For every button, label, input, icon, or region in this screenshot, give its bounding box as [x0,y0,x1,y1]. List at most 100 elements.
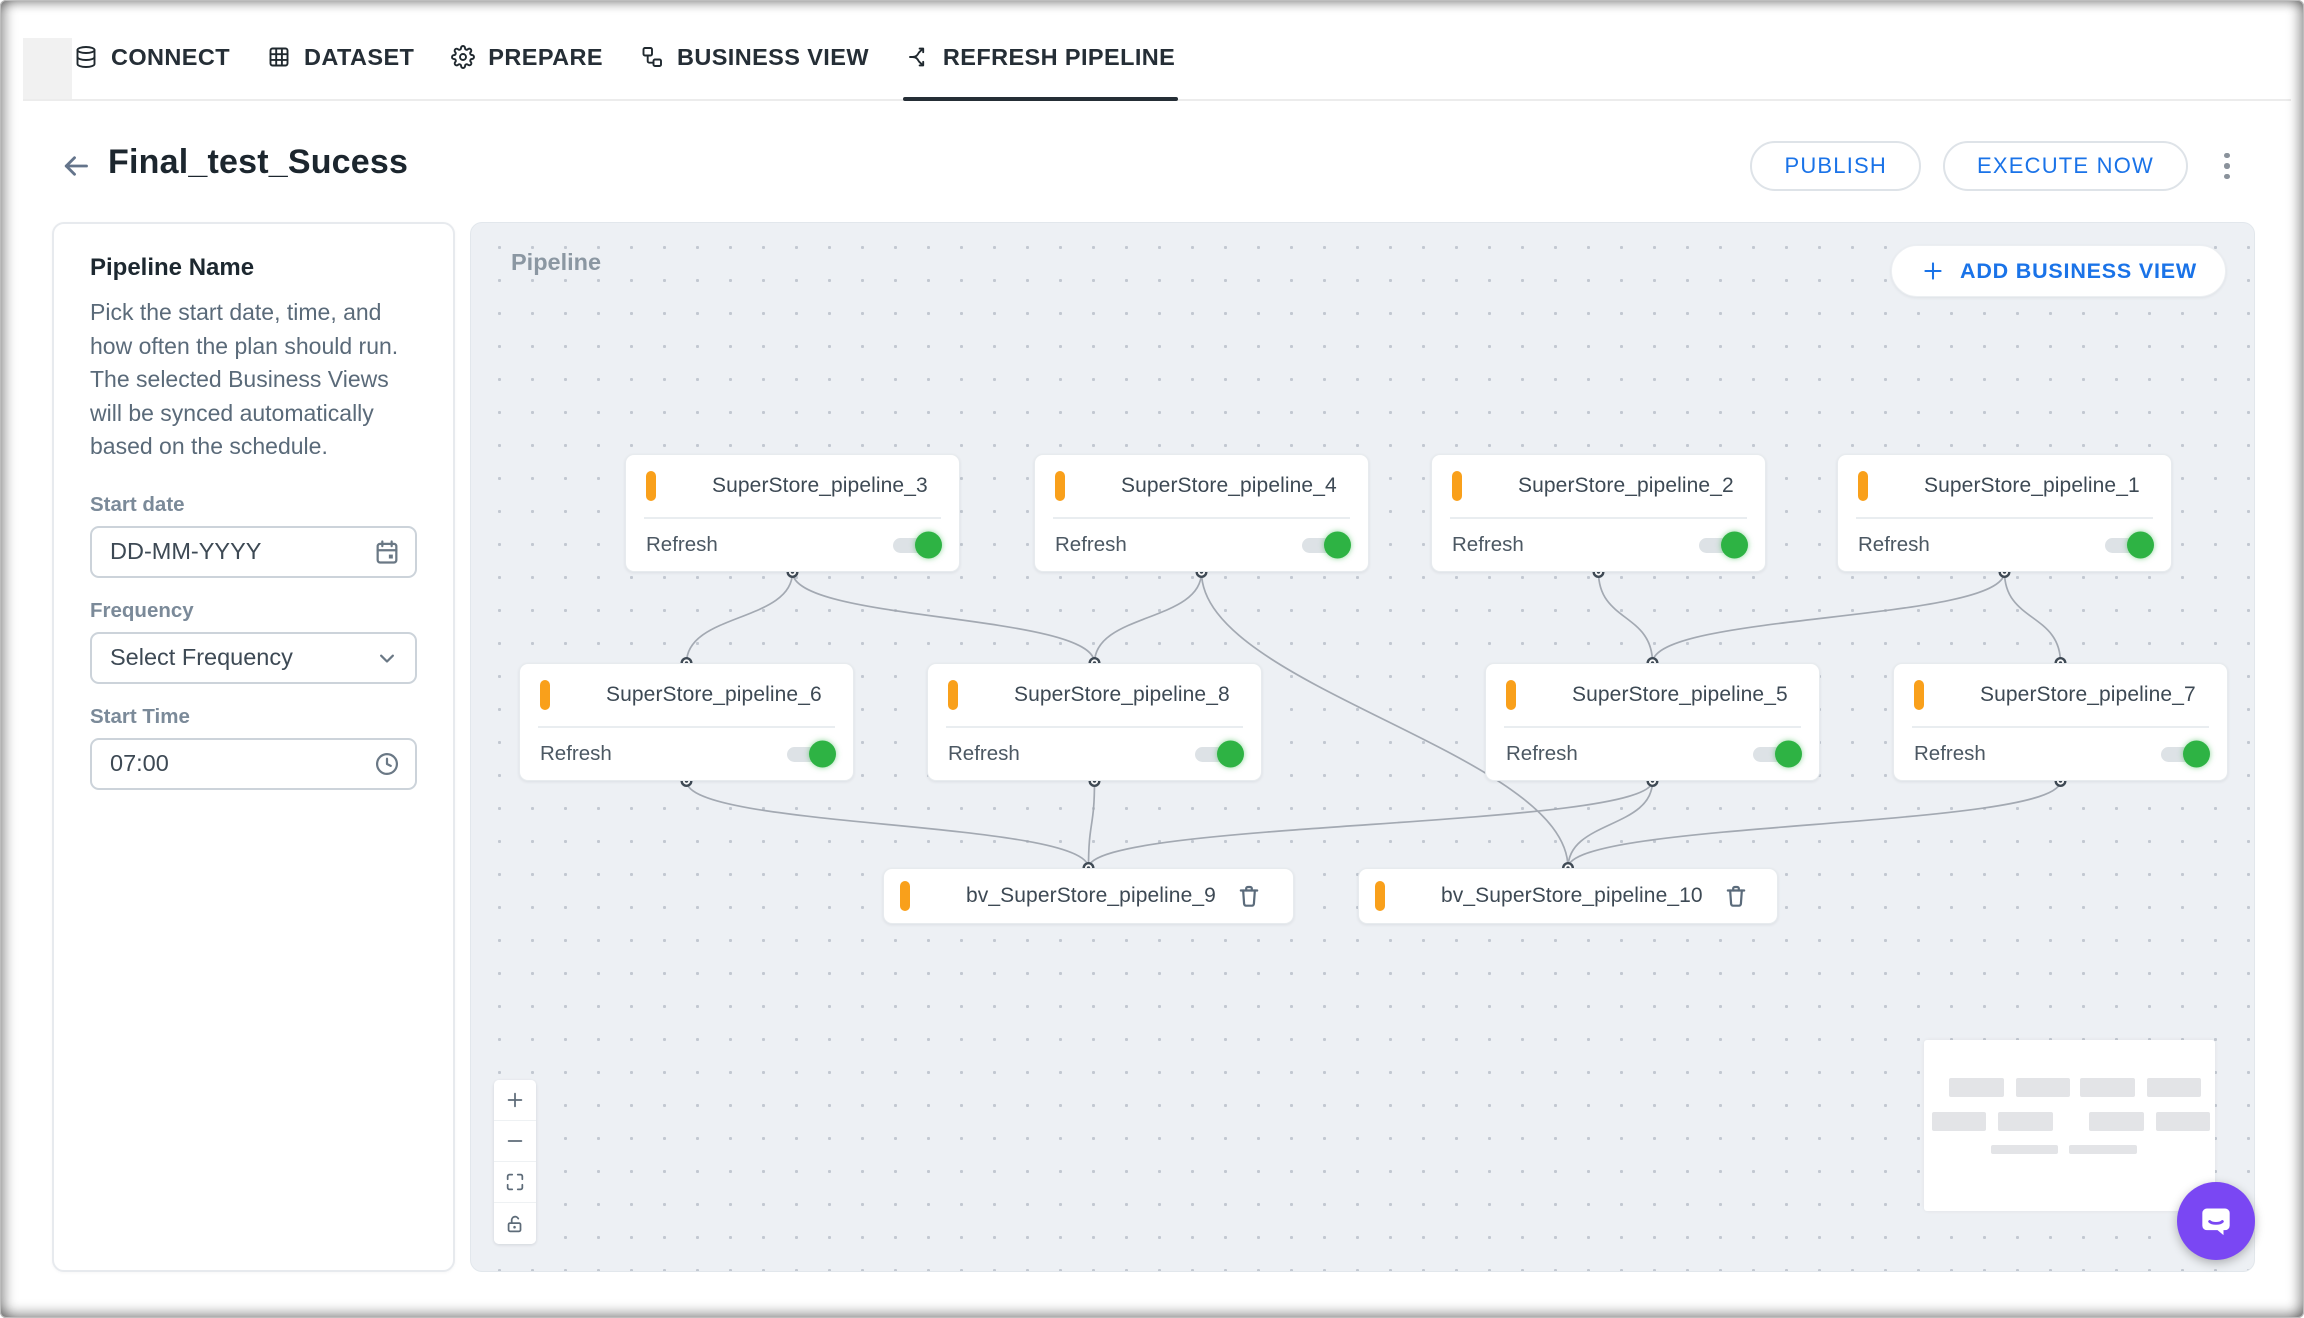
refresh-toggle[interactable] [1753,747,1799,762]
tab-label: BUSINESS VIEW [677,44,869,71]
pipeline-edge [1568,781,1653,868]
node-header: SuperStore_pipeline_2 [1432,455,1765,517]
refresh-label: Refresh [540,742,612,766]
node-footer: Refresh [520,728,853,780]
business-view-icon [923,881,953,911]
pipeline-edge [1599,572,1653,663]
pipeline-node-SuperStore_pipeline_5[interactable]: SuperStore_pipeline_5Refresh [1485,663,1820,781]
node-title: SuperStore_pipeline_2 [1518,474,1734,498]
more-options-button[interactable] [2214,144,2240,188]
zoom-out-button[interactable] [494,1121,536,1162]
node-footer: Refresh [928,728,1261,780]
pipeline-node-SuperStore_pipeline_6[interactable]: SuperStore_pipeline_6Refresh [519,663,854,781]
back-button[interactable] [58,148,94,184]
tab-prepare[interactable]: PREPARE [451,14,603,100]
node-footer: Refresh [1432,519,1765,571]
database-icon [1078,471,1108,501]
delete-node-button[interactable] [1235,882,1263,910]
node-title: SuperStore_pipeline_4 [1121,474,1337,498]
node-status-bar [1375,881,1385,911]
tab-business-view[interactable]: BUSINESS VIEW [640,14,869,100]
delete-node-button[interactable] [1722,882,1750,910]
minimap[interactable] [1924,1040,2215,1211]
plus-icon [504,1089,526,1111]
panel-description: Pick the start date, time, and how often… [90,296,417,464]
business-view-node-bv_SuperStore_pipeline_10[interactable]: bv_SuperStore_pipeline_10 [1358,868,1778,924]
panel-heading: Pipeline Name [90,254,417,282]
arrow-left-icon [58,148,94,184]
start-time-input[interactable] [92,740,415,788]
node-title: bv_SuperStore_pipeline_10 [1441,884,1703,908]
refresh-toggle[interactable] [1195,747,1241,762]
clock-icon[interactable] [373,750,401,778]
node-status-bar [1914,680,1924,710]
pipeline-node-SuperStore_pipeline_4[interactable]: SuperStore_pipeline_4Refresh [1034,454,1369,572]
tab-connect[interactable]: CONNECT [74,14,230,100]
business-view-icon [1398,881,1428,911]
pipeline-canvas[interactable]: Pipeline ADD BUSINESS VIEW SuperStore_pi… [470,222,2255,1272]
refresh-toggle[interactable] [2105,538,2151,553]
refresh-toggle[interactable] [1699,538,1745,553]
node-footer: Refresh [1035,519,1368,571]
refresh-toggle[interactable] [2161,747,2207,762]
zoom-in-button[interactable] [494,1080,536,1121]
node-title: bv_SuperStore_pipeline_9 [966,884,1216,908]
node-status-bar [900,881,910,911]
node-footer: Refresh [1894,728,2227,780]
gear-icon [451,45,475,69]
add-business-view-button[interactable]: ADD BUSINESS VIEW [1891,245,2226,297]
business-view-icon [640,45,664,69]
pipeline-node-SuperStore_pipeline_8[interactable]: SuperStore_pipeline_8Refresh [927,663,1262,781]
business-view-node-bv_SuperStore_pipeline_9[interactable]: bv_SuperStore_pipeline_9 [883,868,1294,924]
chat-widget-button[interactable] [2177,1182,2255,1260]
node-header: SuperStore_pipeline_6 [520,664,853,726]
refresh-toggle[interactable] [1302,538,1348,553]
node-header: SuperStore_pipeline_8 [928,664,1261,726]
refresh-toggle[interactable] [893,538,939,553]
node-title: SuperStore_pipeline_5 [1572,683,1788,707]
minimap-node [1991,1145,2058,1154]
tab-dataset[interactable]: DATASET [267,14,414,100]
start-time-group: Start Time [90,705,417,790]
node-footer: Refresh [1486,728,1819,780]
minimap-node [2089,1112,2144,1131]
trash-icon [1722,882,1750,910]
header-actions: PUBLISH EXECUTE NOW [1750,141,2240,191]
pipeline-node-SuperStore_pipeline_3[interactable]: SuperStore_pipeline_3Refresh [625,454,960,572]
node-title: SuperStore_pipeline_6 [606,683,822,707]
start-date-group: Start date [90,493,417,578]
fit-view-button[interactable] [494,1162,536,1203]
node-header: SuperStore_pipeline_7 [1894,664,2227,726]
start-date-input[interactable] [92,528,415,576]
tab-refresh-pipeline[interactable]: REFRESH PIPELINE [906,14,1175,100]
business-view-icon [640,45,664,69]
frequency-select[interactable]: Select Frequency [90,632,417,684]
lock-button[interactable] [494,1203,536,1244]
database-icon [1529,680,1559,710]
minimap-node [1998,1112,2053,1131]
minimap-node [2156,1112,2211,1131]
refresh-toggle[interactable] [787,747,833,762]
publish-button[interactable]: PUBLISH [1750,141,1921,191]
refresh-pipeline-icon [906,45,930,69]
pipeline-edge [793,572,1095,663]
pipeline-node-SuperStore_pipeline_2[interactable]: SuperStore_pipeline_2Refresh [1431,454,1766,572]
calendar-icon[interactable] [373,538,401,566]
execute-now-button[interactable]: EXECUTE NOW [1943,141,2188,191]
minimap-node [2069,1145,2137,1154]
pipeline-edge [1653,572,2005,663]
frequency-label: Frequency [90,599,417,623]
refresh-label: Refresh [1452,533,1524,557]
node-status-bar [540,680,550,710]
refresh-label: Refresh [646,533,718,557]
dataset-grid-icon [267,45,291,69]
top-navigation: CONNECT DATASET PREPARE BUSINESS VIEW REFRES… [74,14,1175,100]
tab-label: DATASET [304,44,414,71]
pipeline-node-SuperStore_pipeline_7[interactable]: SuperStore_pipeline_7Refresh [1893,663,2228,781]
pipeline-node-SuperStore_pipeline_1[interactable]: SuperStore_pipeline_1Refresh [1837,454,2172,572]
minus-icon [504,1130,526,1152]
tab-label: CONNECT [111,44,230,71]
frequency-group: Frequency Select Frequency [90,599,417,684]
database-icon [1881,471,1911,501]
database-icon [1475,471,1505,501]
